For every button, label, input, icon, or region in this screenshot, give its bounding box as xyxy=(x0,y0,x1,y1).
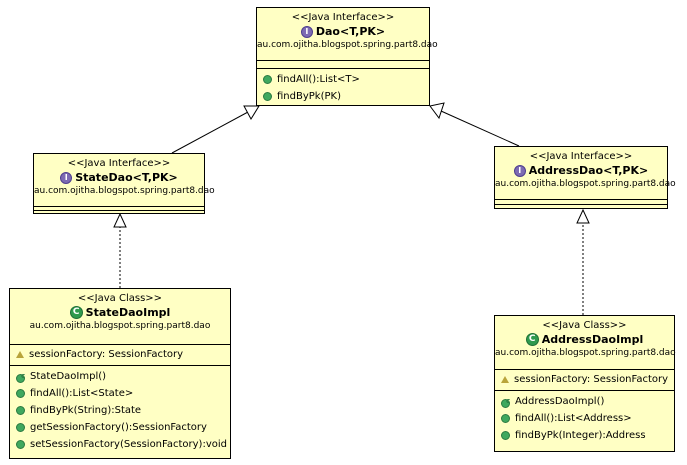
package-field-icon xyxy=(501,376,509,383)
edge-addressdaoimpl-arrowhead xyxy=(576,208,590,224)
addressdao-header: <<Java Interface>> I AddressDao<T,PK> au… xyxy=(495,147,676,199)
statedao-stereotype: <<Java Interface>> xyxy=(67,158,171,169)
addressdao-name: AddressDao<T,PK> xyxy=(528,164,649,177)
public-method-icon xyxy=(16,423,25,432)
statedao-name: StateDao<T,PK> xyxy=(75,171,178,184)
addressdaoimpl-title: C AddressDaoImpl xyxy=(495,332,674,347)
package-field-icon xyxy=(16,351,24,358)
class-icon: C xyxy=(525,333,539,346)
addressdao-package: au.com.ojitha.blogspot.spring.part8.dao xyxy=(495,179,676,189)
statedao-fields-section xyxy=(34,206,204,210)
method-row: setSessionFactory(SessionFactory):void xyxy=(10,436,230,453)
dao-stereotype: <<Java Interface>> xyxy=(291,12,395,23)
addressdao-methods-section xyxy=(495,204,667,205)
addressdaoimpl-class-box[interactable]: <<Java Class>> C AddressDaoImpl au.com.o… xyxy=(494,315,676,452)
statedaoimpl-stereotype: <<Java Class>> xyxy=(77,293,163,304)
public-method-icon xyxy=(501,431,510,440)
dao-name: Dao<T,PK> xyxy=(315,25,386,38)
statedao-title: I StateDao<T,PK> xyxy=(34,170,204,185)
interface-icon: I xyxy=(300,25,313,38)
addressdao-title: I AddressDao<T,PK> xyxy=(495,163,667,178)
dao-title: I Dao<T,PK> xyxy=(257,24,429,39)
statedao-header: <<Java Interface>> I StateDao<T,PK> au.c… xyxy=(34,154,215,206)
class-icon: C xyxy=(69,306,83,319)
statedaoimpl-class-box[interactable]: <<Java Class>> C StateDaoImpl au.com.oji… xyxy=(9,288,231,459)
constructor-icon: c xyxy=(16,372,25,383)
method-row: findByPk(PK) xyxy=(257,88,429,105)
addressdao-fields-section xyxy=(495,199,667,204)
statedao-interface-box[interactable]: <<Java Interface>> I StateDao<T,PK> au.c… xyxy=(33,153,215,214)
field-row: sessionFactory: SessionFactory xyxy=(495,371,674,388)
constructor-icon: c xyxy=(501,397,510,408)
statedaoimpl-package: au.com.ojitha.blogspot.spring.part8.dao xyxy=(29,321,211,331)
addressdaoimpl-header: <<Java Class>> C AddressDaoImpl au.com.o… xyxy=(495,316,676,369)
addressdaoimpl-package: au.com.ojitha.blogspot.spring.part8.dao xyxy=(495,348,676,358)
interface-icon: I xyxy=(60,171,73,184)
method-row: findByPk(String):State xyxy=(10,402,230,419)
public-method-icon xyxy=(16,440,25,449)
edge-statedao-arrowhead xyxy=(243,105,260,121)
dao-package: au.com.ojitha.blogspot.spring.part8.dao xyxy=(257,40,438,50)
addressdao-stereotype: <<Java Interface>> xyxy=(529,151,633,162)
public-method-icon xyxy=(16,389,25,398)
method-row: getSessionFactory():SessionFactory xyxy=(10,419,230,436)
statedaoimpl-title: C StateDaoImpl xyxy=(10,305,230,320)
method-row: findAll():List<Address> xyxy=(495,410,674,427)
dao-interface-box[interactable]: <<Java Interface>> I Dao<T,PK> au.com.oj… xyxy=(256,7,438,106)
statedaoimpl-fields-section: sessionFactory: SessionFactory xyxy=(10,344,230,365)
dao-methods-section: findAll():List<T> findByPk(PK) xyxy=(257,68,429,105)
method-row: findAll():List<State> xyxy=(10,385,230,402)
method-row: findAll():List<T> xyxy=(257,71,429,88)
public-method-icon xyxy=(263,75,272,84)
edge-addressdao-to-dao xyxy=(440,110,520,147)
edge-statedao-to-dao xyxy=(171,111,249,154)
public-method-icon xyxy=(501,414,510,423)
addressdaoimpl-name: AddressDaoImpl xyxy=(541,333,644,346)
statedao-package: au.com.ojitha.blogspot.spring.part8.dao xyxy=(34,186,215,196)
public-method-icon xyxy=(263,92,272,101)
edge-addressdao-arrowhead xyxy=(429,102,445,120)
statedaoimpl-header: <<Java Class>> C StateDaoImpl au.com.oji… xyxy=(10,289,230,344)
statedao-methods-section xyxy=(34,210,204,211)
addressdao-interface-box[interactable]: <<Java Interface>> I AddressDao<T,PK> au… xyxy=(494,146,676,209)
method-row: findByPk(Integer):Address xyxy=(495,427,674,444)
dao-header: <<Java Interface>> I Dao<T,PK> au.com.oj… xyxy=(257,8,438,60)
field-row: sessionFactory: SessionFactory xyxy=(10,346,230,363)
dao-fields-section xyxy=(257,60,429,68)
addressdaoimpl-stereotype: <<Java Class>> xyxy=(542,320,627,331)
addressdaoimpl-fields-section: sessionFactory: SessionFactory xyxy=(495,369,674,390)
edge-statedaoimpl-arrowhead xyxy=(113,212,127,228)
public-method-icon xyxy=(16,406,25,415)
statedaoimpl-name: StateDaoImpl xyxy=(85,306,171,319)
interface-icon: I xyxy=(513,164,526,177)
